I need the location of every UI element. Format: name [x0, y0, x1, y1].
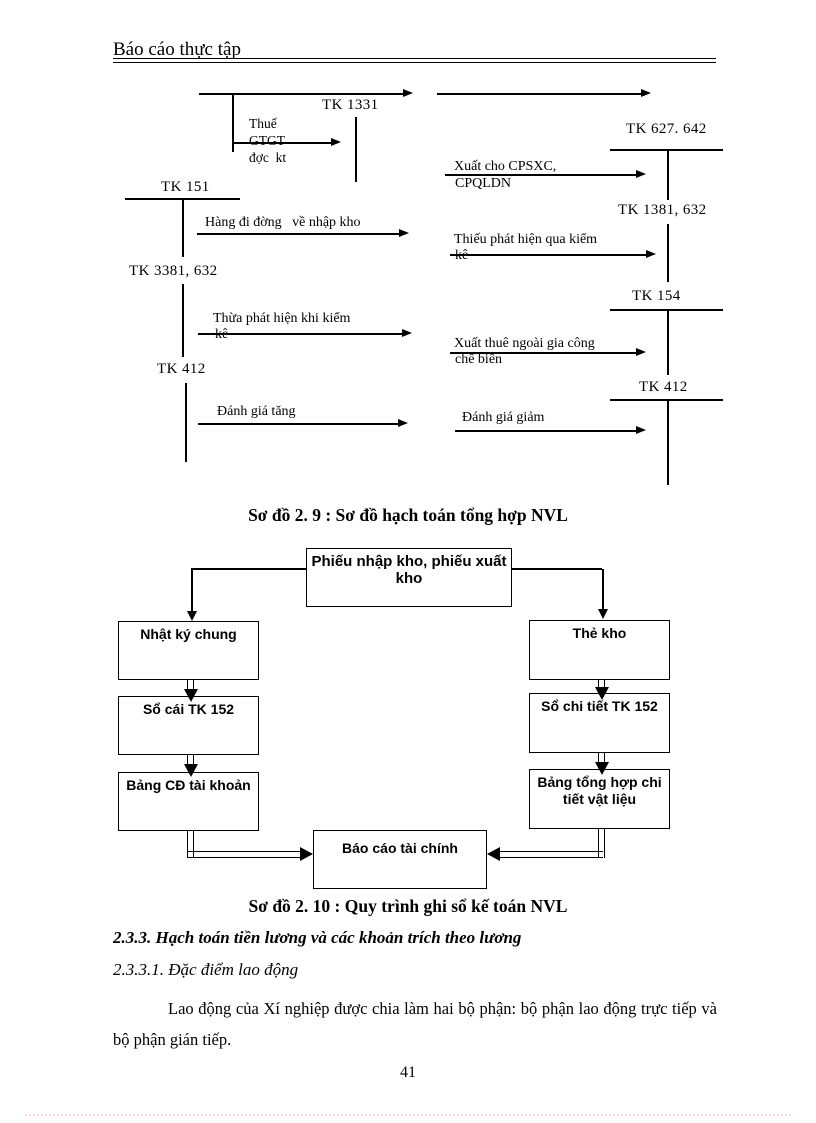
double-arrow-shaft — [187, 754, 194, 764]
account-top-line — [610, 399, 723, 401]
arrowhead-down-icon — [184, 689, 198, 702]
caption-so-do-2-9: Sơ đồ 2. 9 : Sơ đồ hạch toán tổng hợp NV… — [248, 505, 568, 525]
double-arrow-shaft — [598, 829, 605, 858]
flow-arrow-line — [450, 352, 636, 354]
double-arrow-shaft — [598, 752, 605, 762]
arrowhead-right-icon — [331, 138, 341, 146]
flow-arrow-line — [455, 430, 636, 432]
page-bottom-divider — [25, 1114, 791, 1116]
arrowhead-right-icon — [300, 847, 313, 861]
account-stem-line — [667, 224, 669, 282]
flow-label-thue-1: Thuế — [249, 116, 277, 131]
flow-arrow-line — [198, 333, 402, 335]
body-paragraph: Lao động của Xí nghiệp được chia làm hai… — [113, 999, 717, 1049]
flow-label-thua-1: Thừa phát hiện khi kiểm — [213, 311, 351, 326]
flow-label-hang-di-duong: Hàng đi đờng về nhập kho — [205, 215, 361, 230]
account-stem-line — [182, 284, 184, 357]
arrowhead-right-icon — [636, 426, 646, 434]
flow-arrow-line — [450, 254, 646, 256]
arrowhead-down-icon — [595, 687, 609, 700]
flow-label-xuat-thue-2: chế biến — [455, 352, 503, 367]
arrowhead-down-icon — [184, 764, 198, 777]
account-stem-line — [185, 383, 187, 462]
account-top-line — [125, 198, 240, 200]
account-top-line — [610, 309, 723, 311]
header-title: Báo cáo thực tập — [113, 39, 241, 60]
flow-label-danh-gia-tang: Đánh giá tăng — [217, 404, 296, 419]
arrowhead-right-icon — [398, 419, 408, 427]
arrowhead-right-icon — [399, 229, 409, 237]
arrowhead-down-icon — [595, 762, 609, 775]
flow-label-thue-2: GTGT — [249, 133, 285, 148]
connector-line — [199, 93, 403, 95]
arrowhead-right-icon — [641, 89, 651, 97]
connector-line — [512, 568, 602, 570]
account-stem-line — [355, 117, 357, 182]
flow-label-xuat-cho-1: Xuất cho CPSXC, — [454, 159, 557, 174]
flow-box-financial-report: Báo cáo tài chính — [313, 830, 487, 889]
flow-arrow-line — [232, 142, 331, 144]
account-label-tk-412-right: TK 412 — [639, 379, 688, 395]
flow-box-detail-book: Sổ chi tiết TK 152 — [529, 693, 670, 753]
double-arrow-shaft — [500, 851, 603, 858]
double-arrow-shaft — [598, 679, 605, 688]
connector-line — [437, 93, 641, 95]
flow-label-thue-3: đợc kt — [249, 150, 287, 165]
arrowhead-right-icon — [646, 250, 656, 258]
flow-label-danh-gia-giam: Đánh giá giảm — [462, 410, 545, 425]
flow-arrow-line — [445, 174, 636, 176]
flow-label-thua-2: kê — [215, 327, 229, 342]
flow-box-ledger: Sổ cái TK 152 — [118, 696, 259, 755]
header-rule-bottom — [113, 62, 716, 63]
flow-arrow-line — [198, 423, 398, 425]
account-stem-line — [182, 199, 184, 257]
arrowhead-down-icon — [598, 609, 608, 619]
connector-line — [191, 569, 193, 612]
account-stem-line — [667, 150, 669, 200]
flow-box-stock-card: Thẻ kho — [529, 620, 670, 680]
flow-box-journal: Nhật ký chung — [118, 621, 259, 680]
flow-label-thieu-1: Thiếu phát hiện qua kiểm — [454, 232, 598, 247]
arrowhead-right-icon — [403, 89, 413, 97]
section-heading-2-3-3: 2.3.3. Hạch toán tiền lương và các khoản… — [113, 928, 522, 947]
account-label-tk-151: TK 151 — [161, 179, 210, 195]
arrowhead-right-icon — [402, 329, 412, 337]
double-arrow-shaft — [188, 851, 300, 858]
connector-line — [232, 94, 234, 152]
double-arrow-shaft — [187, 831, 194, 858]
flow-box-balance-table: Bảng CĐ tài khoản — [118, 772, 259, 831]
account-stem-line — [667, 310, 669, 375]
account-top-line — [610, 149, 723, 151]
page-number: 41 — [400, 1064, 416, 1081]
account-label-tk-412-left: TK 412 — [157, 361, 206, 377]
flow-box-summary-table: Bảng tổng hợp chi tiết vật liệu — [529, 769, 670, 829]
account-label-tk-154: TK 154 — [632, 288, 681, 304]
connector-line — [602, 569, 604, 610]
account-label-tk-1381-632: TK 1381, 632 — [618, 202, 707, 218]
flow-label-xuat-thue-1: Xuất thuê ngoài gia công — [454, 336, 595, 351]
flow-label-xuat-cho-2: CPQLDN — [455, 176, 512, 191]
header-rule-top — [113, 58, 716, 59]
flow-arrow-line — [197, 233, 399, 235]
account-label-tk-627-642: TK 627. 642 — [626, 121, 707, 137]
section-heading-2-3-3-1: 2.3.3.1. Đặc điểm lao động — [113, 960, 299, 979]
arrowhead-left-icon — [487, 847, 500, 861]
connector-line — [191, 568, 306, 570]
account-label-tk-3381-632: TK 3381, 632 — [129, 263, 218, 279]
flow-label-thieu-2: kê — [455, 248, 469, 263]
account-label-tk-1331: TK 1331 — [322, 97, 379, 113]
double-arrow-shaft — [187, 679, 194, 689]
arrowhead-right-icon — [636, 170, 646, 178]
arrowhead-right-icon — [636, 348, 646, 356]
caption-so-do-2-10: Sơ đồ 2. 10 : Quy trình ghi sổ kế toán N… — [248, 896, 568, 916]
arrowhead-down-icon — [187, 611, 197, 621]
account-stem-line — [667, 400, 669, 485]
flow-box-source: Phiếu nhập kho, phiếu xuất kho — [306, 548, 512, 607]
